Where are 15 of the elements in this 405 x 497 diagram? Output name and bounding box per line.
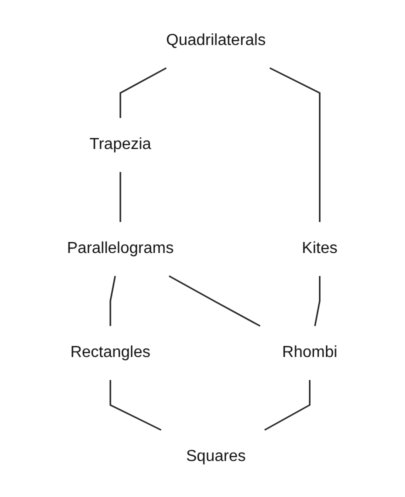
connector [168,274,261,326]
node-text: Rhombi [282,343,338,360]
connector [314,276,321,326]
node-text: Trapezia [90,135,152,152]
connector [110,380,162,430]
node-text: Squares [186,447,246,464]
connector [120,66,167,118]
connector [110,275,116,326]
node-text: Parallelograms [67,239,174,256]
connector [270,66,321,222]
connector [120,172,122,222]
node-text: Quadrilaterals [166,32,266,48]
connector [264,380,311,430]
node-text: Rectangles [70,343,151,360]
node-text: Kites [302,239,338,256]
